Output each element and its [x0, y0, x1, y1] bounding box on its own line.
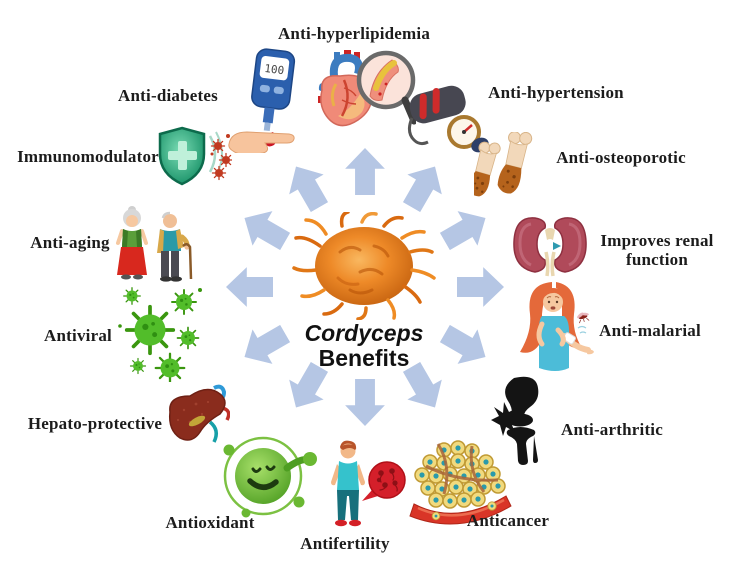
outward-arrow [452, 267, 504, 307]
benefit-label-hepato-protective: Hepato-protective [27, 414, 163, 433]
outward-arrow [235, 200, 300, 261]
benefit-label-anticancer: Anticancer [466, 511, 550, 530]
heart-artery-magnifier-icon [298, 50, 416, 138]
benefit-label-anti-arthritic: Anti-arthritic [561, 420, 663, 439]
kidneys-icon [509, 210, 591, 280]
outward-arrow [345, 374, 385, 426]
glucose-reading: 100 [264, 62, 285, 77]
sperm-count-icon [322, 438, 410, 536]
knee-joint-icon [490, 376, 552, 466]
outward-arrow [278, 157, 339, 222]
center-title-line1: Cordyceps [304, 320, 424, 347]
outward-arrow [226, 267, 278, 307]
cordyceps-mushroom-image [290, 212, 438, 320]
benefit-label-anti-diabetes: Anti-diabetes [118, 86, 218, 105]
mosquito-bite-icon [512, 280, 598, 382]
outward-arrow [345, 148, 385, 200]
outward-arrow [235, 313, 300, 374]
liver-icon [164, 382, 230, 456]
benefit-label-anti-aging: Anti-aging [30, 233, 110, 252]
benefit-label-anti-hyperlipidemia: Anti-hyperlipidemia [277, 24, 431, 43]
outward-arrow [391, 352, 452, 417]
glucose-meter-icon: 100 [227, 48, 309, 153]
outward-arrow [430, 200, 495, 261]
outward-arrow [278, 352, 339, 417]
outward-arrow [391, 157, 452, 222]
tumor-cells-icon [406, 436, 514, 531]
benefit-label-anti-osteoporotic: Anti-osteoporotic [556, 148, 686, 167]
virus-particles-icon [116, 282, 204, 382]
free-radical-scavenger-icon [215, 430, 320, 518]
center-title: Cordyceps Benefits [305, 321, 424, 371]
benefit-label-immunomodulator: Immunomodulator [17, 147, 159, 166]
benefit-label-anti-hypertension: Anti-hypertension [488, 83, 624, 102]
outward-arrow [430, 313, 495, 374]
bones-icon [474, 132, 550, 208]
benefit-label-antiviral: Antiviral [44, 326, 112, 345]
benefit-label-antifertility: Antifertility [300, 534, 390, 553]
benefit-label-anti-malarial: Anti-malarial [599, 321, 701, 340]
benefit-label-antioxidant: Antioxidant [165, 513, 255, 532]
benefit-label-improves-renal-function: Improves renal function [600, 230, 714, 269]
center-title-line2: Benefits [318, 345, 410, 371]
blood-pressure-monitor-icon [406, 80, 490, 156]
elderly-couple-icon [104, 205, 202, 289]
immune-shield-icon [158, 124, 232, 188]
